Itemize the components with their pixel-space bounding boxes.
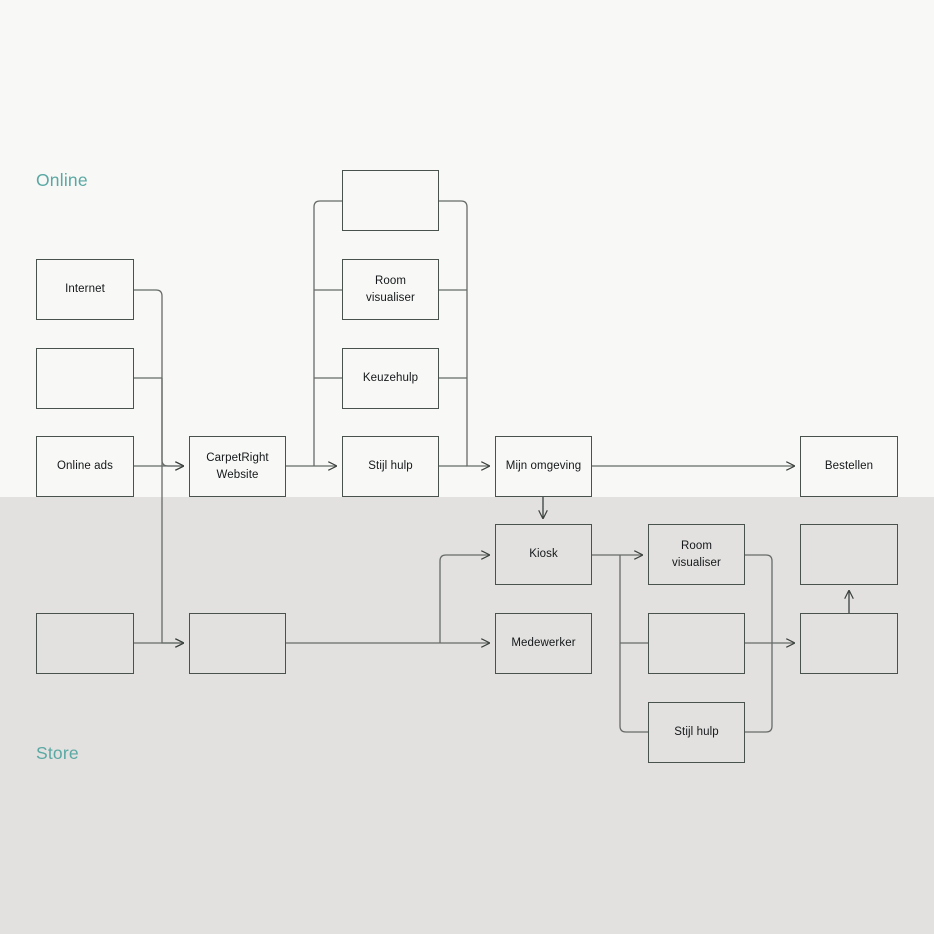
band-online [0,0,934,497]
node-online-ads[interactable]: Online ads [36,436,134,497]
node-label: Room visualiser [366,274,415,304]
band-label-online: Online [36,170,88,190]
node-room-visualiser-store[interactable]: Room visualiser [648,524,745,585]
node-online-blank-1[interactable] [36,348,134,409]
node-label: Keuzehulp [362,372,419,385]
node-stijl-hulp-store[interactable]: Stijl hulp [648,702,745,763]
node-label: Kiosk [529,548,558,561]
node-label: CarpetRight Website [206,451,269,481]
node-online-tool-blank[interactable] [342,170,439,231]
band-store [0,497,934,934]
node-label: Internet [65,283,105,296]
node-kiosk[interactable]: Kiosk [495,524,592,585]
band-label-store: Store [36,743,79,763]
node-label: Stijl hulp [674,726,719,739]
node-store-right-bottom[interactable] [800,613,898,674]
node-store-tool-blank[interactable] [648,613,745,674]
node-store-right-top[interactable] [800,524,898,585]
node-label: Bestellen [824,460,874,473]
node-stijl-hulp-online[interactable]: Stijl hulp [342,436,439,497]
node-carpetright-website[interactable]: CarpetRight Website [189,436,286,497]
node-bestellen[interactable]: Bestellen [800,436,898,497]
node-internet[interactable]: Internet [36,259,134,320]
node-mijn-omgeving[interactable]: Mijn omgeving [495,436,592,497]
node-store-blank-1[interactable] [36,613,134,674]
node-label: Medewerker [511,637,576,650]
node-label: Mijn omgeving [505,460,582,473]
node-label: Room visualiser [672,539,721,569]
node-label: Online ads [57,460,113,473]
node-room-visualiser-online[interactable]: Room visualiser [342,259,439,320]
node-keuzehulp[interactable]: Keuzehulp [342,348,439,409]
node-store-blank-2[interactable] [189,613,286,674]
node-label: Stijl hulp [368,460,413,473]
node-medewerker[interactable]: Medewerker [495,613,592,674]
